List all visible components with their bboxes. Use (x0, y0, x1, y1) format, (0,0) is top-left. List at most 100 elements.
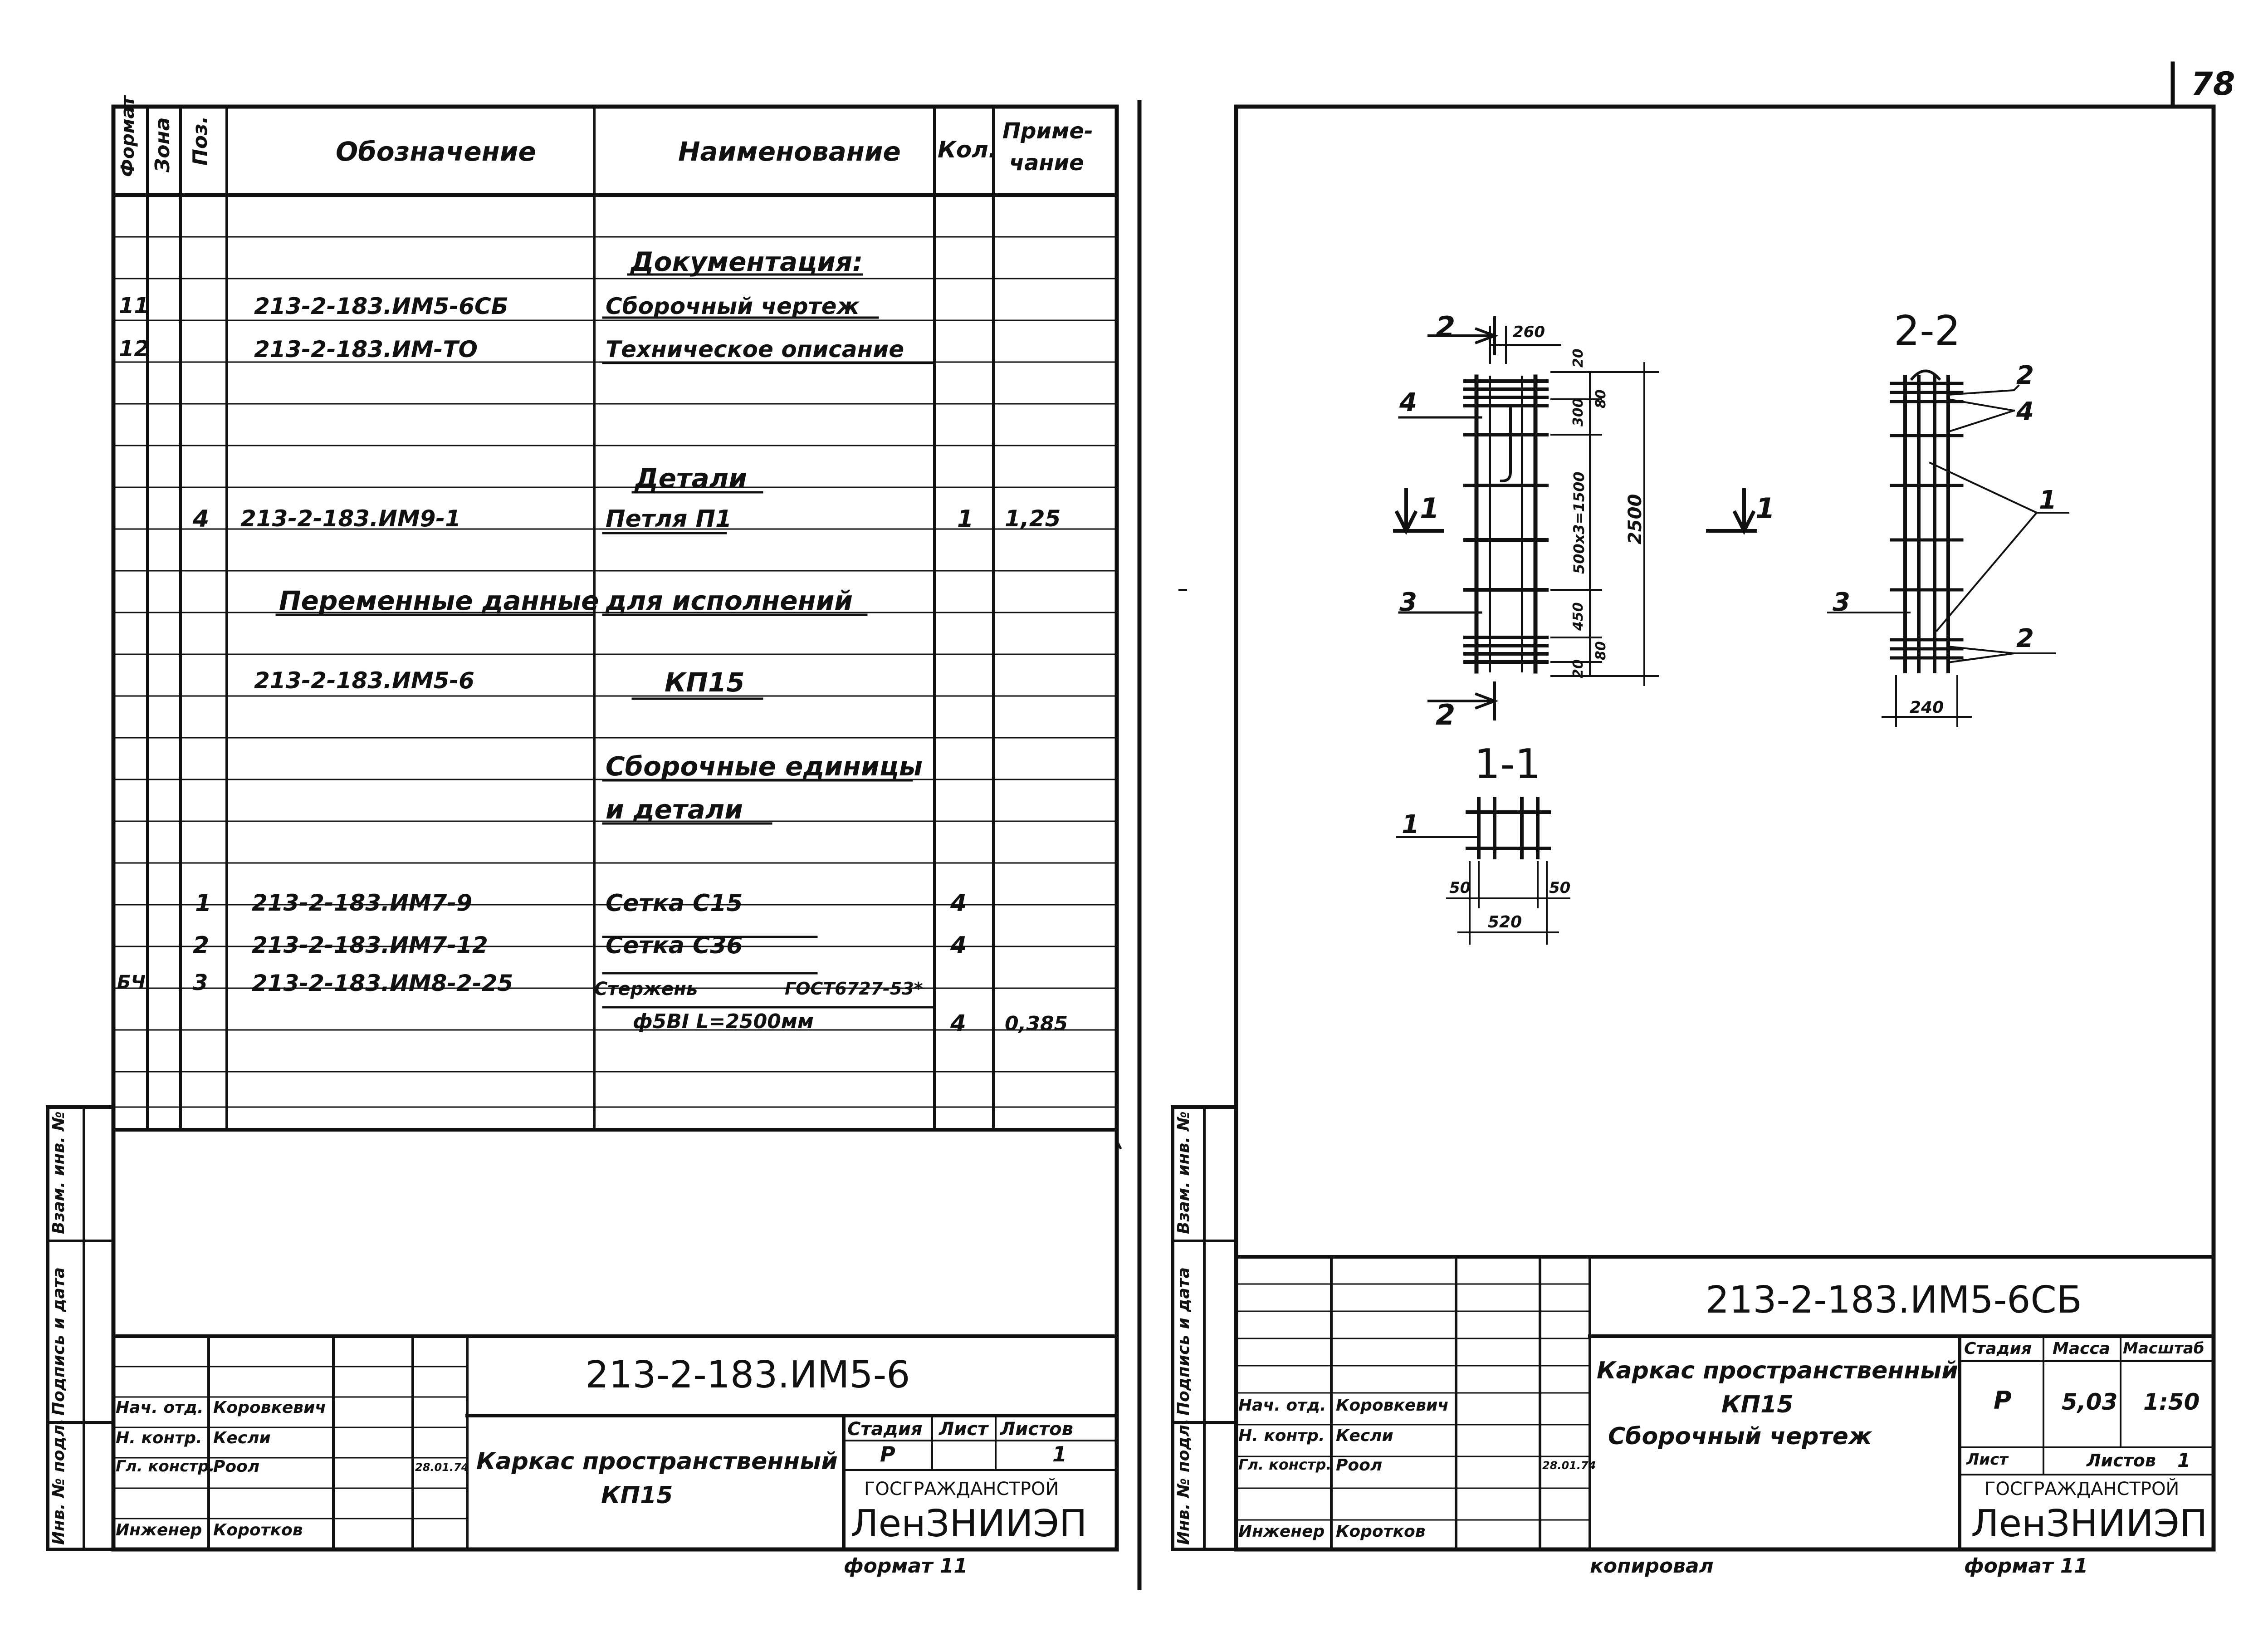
row-10-qty: 4 (950, 932, 967, 959)
title-line-1: Каркас пространственный (476, 1448, 838, 1475)
row-10-designation: 213-2-183.ИМ7-12 (252, 932, 488, 958)
dim-20-top: 20 (1570, 348, 1586, 368)
drawing-person-2-role: Н. контр. (1238, 1426, 1325, 1445)
title-sheet-label: Лист (939, 1419, 988, 1440)
drawing-org-main: ЛенЗНИИЭП (1971, 1502, 2208, 1545)
s11-pos-1: 1 (1402, 810, 1419, 839)
s22-pos-2-top: 2 (2016, 361, 2034, 390)
section-1-1-title: 1-1 (1474, 740, 1541, 788)
row-10-name: Сетка С36 (606, 932, 743, 959)
header-format: Формат (117, 96, 138, 177)
row-variable-data: Переменные данные (279, 585, 599, 616)
drawing-sheet-label: Лист (1966, 1451, 2008, 1469)
header-qty: Кол. (938, 137, 997, 163)
row-12-qty: 4 (950, 1010, 966, 1036)
dim-80-top: 80 (1593, 389, 1609, 408)
side-label-inv: Инв. № подл. (49, 1418, 68, 1545)
dim-500x3: 500х3=1500 (1570, 471, 1588, 574)
row-1-format: 11 (119, 293, 149, 319)
row-11-standard: ГОСТ6727-53* (785, 979, 923, 999)
title-org-main: ЛенЗНИИЭП (850, 1502, 1087, 1545)
dim-260: 260 (1513, 323, 1545, 341)
drawing-scale: 1:50 (2143, 1389, 2200, 1415)
dim-50-right: 50 (1549, 879, 1571, 897)
row-9-name: Сетка С15 (606, 890, 743, 917)
section-2-2-title: 2-2 (1894, 307, 1960, 355)
drawing-title-line-2: КП15 (1721, 1391, 1794, 1418)
row-6-name: КП15 (665, 667, 745, 698)
dim-20-bottom: 20 (1570, 659, 1586, 678)
copied-caption: копировал (1590, 1554, 1714, 1578)
drawing-person-1-role: Нач. отд. (1238, 1396, 1326, 1415)
row-assembly-heading: Сборочные единицы (606, 751, 923, 782)
dim-2500: 2500 (1625, 494, 1646, 544)
drawing-sheets-label: Листов (2087, 1451, 2156, 1470)
dim-300: 300 (1570, 398, 1586, 426)
dim-240: 240 (1910, 698, 1944, 717)
drawing-org-top: ГОСГРАЖДАНСТРОЙ (1984, 1479, 2180, 1500)
s22-pos-1: 1 (2039, 485, 2057, 515)
person-5-name: Коротков (213, 1521, 303, 1539)
row-details-heading: Детали (635, 463, 747, 494)
side-label-replace: Взам. инв. № (49, 1111, 68, 1234)
drawing-person-2-name: Кесли (1336, 1426, 1393, 1445)
s22-pos-4: 4 (2016, 397, 2034, 426)
dim-520: 520 (1488, 913, 1522, 931)
s22-pos-2-bottom: 2 (2016, 624, 2034, 653)
row-2-designation: 213-2-183.ИМ-ТО (254, 336, 478, 363)
header-note-1: Приме- (1002, 118, 1093, 144)
title-org-top: ГОСГРАЖДАНСТРОЙ (864, 1479, 1059, 1500)
person-5-role: Инженер (116, 1521, 202, 1539)
title-stage-label: Стадия (847, 1419, 923, 1440)
title-sheets-label: Листов (1000, 1419, 1073, 1440)
side-label-sign-right: Подпись и дата (1174, 1267, 1193, 1416)
cut-2-top: 2 (1436, 310, 1456, 343)
title-doc-number: 213-2-183.ИМ5-6 (585, 1353, 910, 1397)
header-name: Наименование (678, 136, 901, 167)
dim-50-left: 50 (1449, 879, 1471, 897)
person-2-role: Н. контр. (116, 1429, 202, 1447)
side-label-replace-right: Взам. инв. № (1174, 1111, 1193, 1234)
row-4-designation: 213-2-183.ИМ9-1 (240, 505, 461, 532)
person-3-date: 28.01.74 (415, 1461, 469, 1474)
side-label-sign: Подпись и дата (49, 1267, 68, 1416)
row-10-pos: 2 (193, 932, 210, 959)
format-caption-right: формат 11 (1964, 1554, 2088, 1578)
title-sheets: 1 (1052, 1442, 1067, 1466)
s22-pos-3: 3 (1833, 588, 1850, 617)
drawing-stage: Р (1994, 1386, 2012, 1415)
title-stage: Р (880, 1442, 895, 1466)
row-11-designation: 213-2-183.ИМ8-2-25 (252, 970, 513, 996)
side-label-inv-right: Инв. № подл. (1174, 1418, 1193, 1545)
cut-1-right: 1 (1755, 492, 1775, 525)
row-4-pos: 4 (193, 505, 210, 533)
drawing-sheets: 1 (2177, 1449, 2191, 1471)
row-11-name: Стержень (594, 979, 698, 1000)
row-9-designation: 213-2-183.ИМ7-9 (252, 890, 472, 916)
person-3-name: Роол (213, 1457, 260, 1476)
person-1-name: Коровкевич (213, 1398, 327, 1417)
cut-1-left: 1 (1420, 492, 1440, 525)
row-4-qty: 1 (957, 505, 974, 533)
dim-450: 450 (1570, 602, 1586, 631)
row-variable-data-name: для исполнений (606, 585, 853, 616)
drawing-scale-label: Масштаб (2123, 1339, 2204, 1358)
row-12-name: ф5ВI L=2500мм (633, 1010, 814, 1033)
row-12-note: 0,385 (1005, 1012, 1068, 1035)
drawing-title-line-1: Каркас пространственный (1597, 1357, 1958, 1384)
row-doc-heading: Документация: (631, 246, 863, 277)
drawing-mass: 5,03 (2062, 1389, 2118, 1415)
row-11-pos: 3 (193, 970, 208, 995)
person-2-name: Кесли (213, 1429, 271, 1447)
row-11-format: БЧ (117, 972, 146, 993)
drawing-person-5-name: Коротков (1336, 1522, 1426, 1541)
person-1-role: Нач. отд. (116, 1398, 204, 1417)
header-zone: Зона (151, 117, 174, 172)
title-line-2: КП15 (601, 1482, 673, 1509)
drawing-person-1-name: Коровкевич (1336, 1396, 1449, 1415)
drawing-person-3-role: Гл. констр. (1238, 1456, 1332, 1473)
drawing-person-3-name: Роол (1336, 1456, 1383, 1475)
row-9-qty: 4 (950, 890, 967, 917)
header-designation: Обозначение (336, 136, 536, 167)
header-pos: Поз. (189, 116, 212, 166)
